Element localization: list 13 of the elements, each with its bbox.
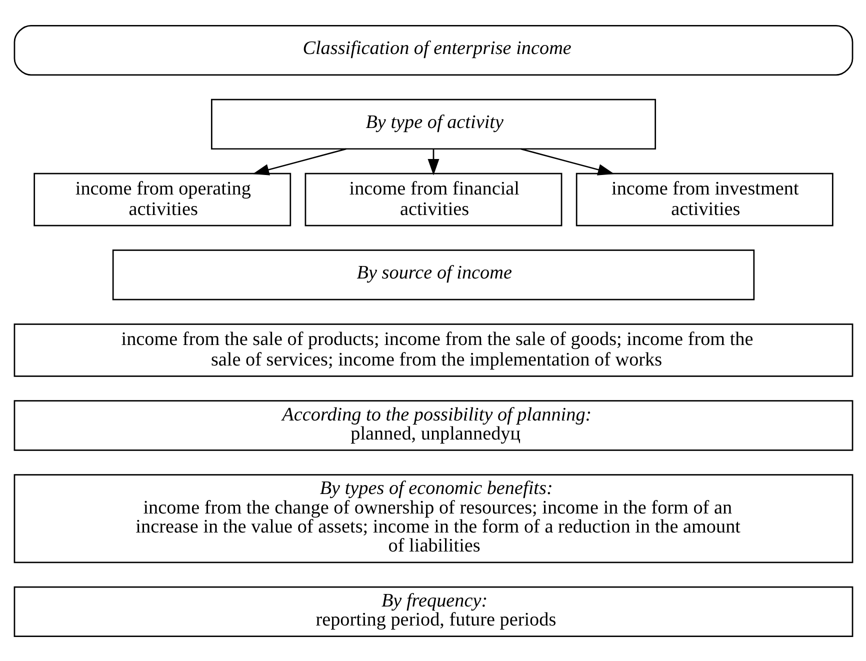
node-box: Classification of enterprise income xyxy=(13,24,853,76)
node-box: By types of economic benefits: income from the change of ownership of resources; income in the form of an increase in the value of assets; income in the form of a reduction in the amount of liabilities xyxy=(13,474,853,563)
node-box: According to the possibility of planning: planned, unplannedуц xyxy=(13,400,853,450)
arrow xyxy=(520,148,614,175)
node-box: income from investment activities xyxy=(575,172,833,226)
arrow xyxy=(252,148,346,175)
node-box: By type of activity xyxy=(210,98,656,150)
node-box: income from the sale of products; income from the sale of goods; income from the sale of services; income from the implementation of works xyxy=(13,322,853,376)
node-box: By frequency: reporting period, future periods xyxy=(13,586,853,637)
node-box: income from financial activities xyxy=(304,172,562,226)
node-box: By source of income xyxy=(112,249,754,300)
node-box: income from operating activities xyxy=(33,172,291,226)
arrow xyxy=(427,148,439,175)
